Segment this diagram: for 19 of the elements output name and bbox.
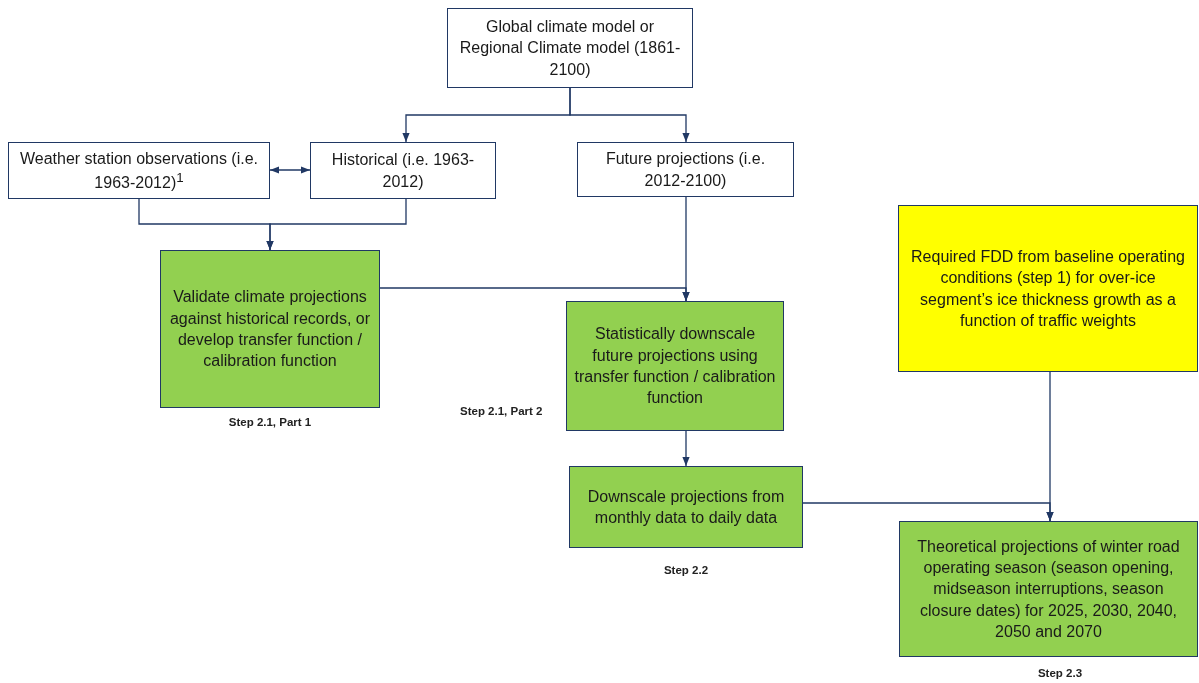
step-label: Step 2.2: [663, 564, 709, 576]
process-box: Future projections (i.e. 2012-2100): [577, 142, 794, 197]
arrow: [569, 87, 690, 143]
arrow: [266, 198, 407, 251]
step-label: Step 2.3: [1037, 667, 1083, 679]
step-label: Step 2.1, Part 2: [460, 405, 543, 417]
arrow: [379, 287, 690, 302]
step-box: Validate climate projections against historical records, or develop transfer function / calibration function: [160, 250, 380, 408]
step-box: Statistically downscale future projections using transfer function / calibration function: [566, 301, 784, 431]
process-box: Historical (i.e. 1963-2012): [310, 142, 496, 199]
step-label: Step 2.1, Part 1: [228, 416, 312, 428]
arrow: [682, 430, 690, 467]
step-box: Downscale projections from monthly data to daily data: [569, 466, 803, 548]
process-box: Weather station observations (i.e. 1963-2012)$^{1}$: [8, 142, 270, 199]
step-box: Theoretical projections of winter road operating season (season opening, midseason interruptions, season closure dates) for 2025, 2030, 2040, 2050 and 2070: [899, 521, 1198, 657]
arrow: [269, 166, 311, 174]
input-box: Required FDD from baseline operating conditions (step 1) for over-ice segment’s ice thickness growth as a function of traffic weights: [898, 205, 1198, 372]
arrow: [1046, 371, 1054, 522]
process-box: Global climate model or Regional Climate model (1861-2100): [447, 8, 693, 88]
